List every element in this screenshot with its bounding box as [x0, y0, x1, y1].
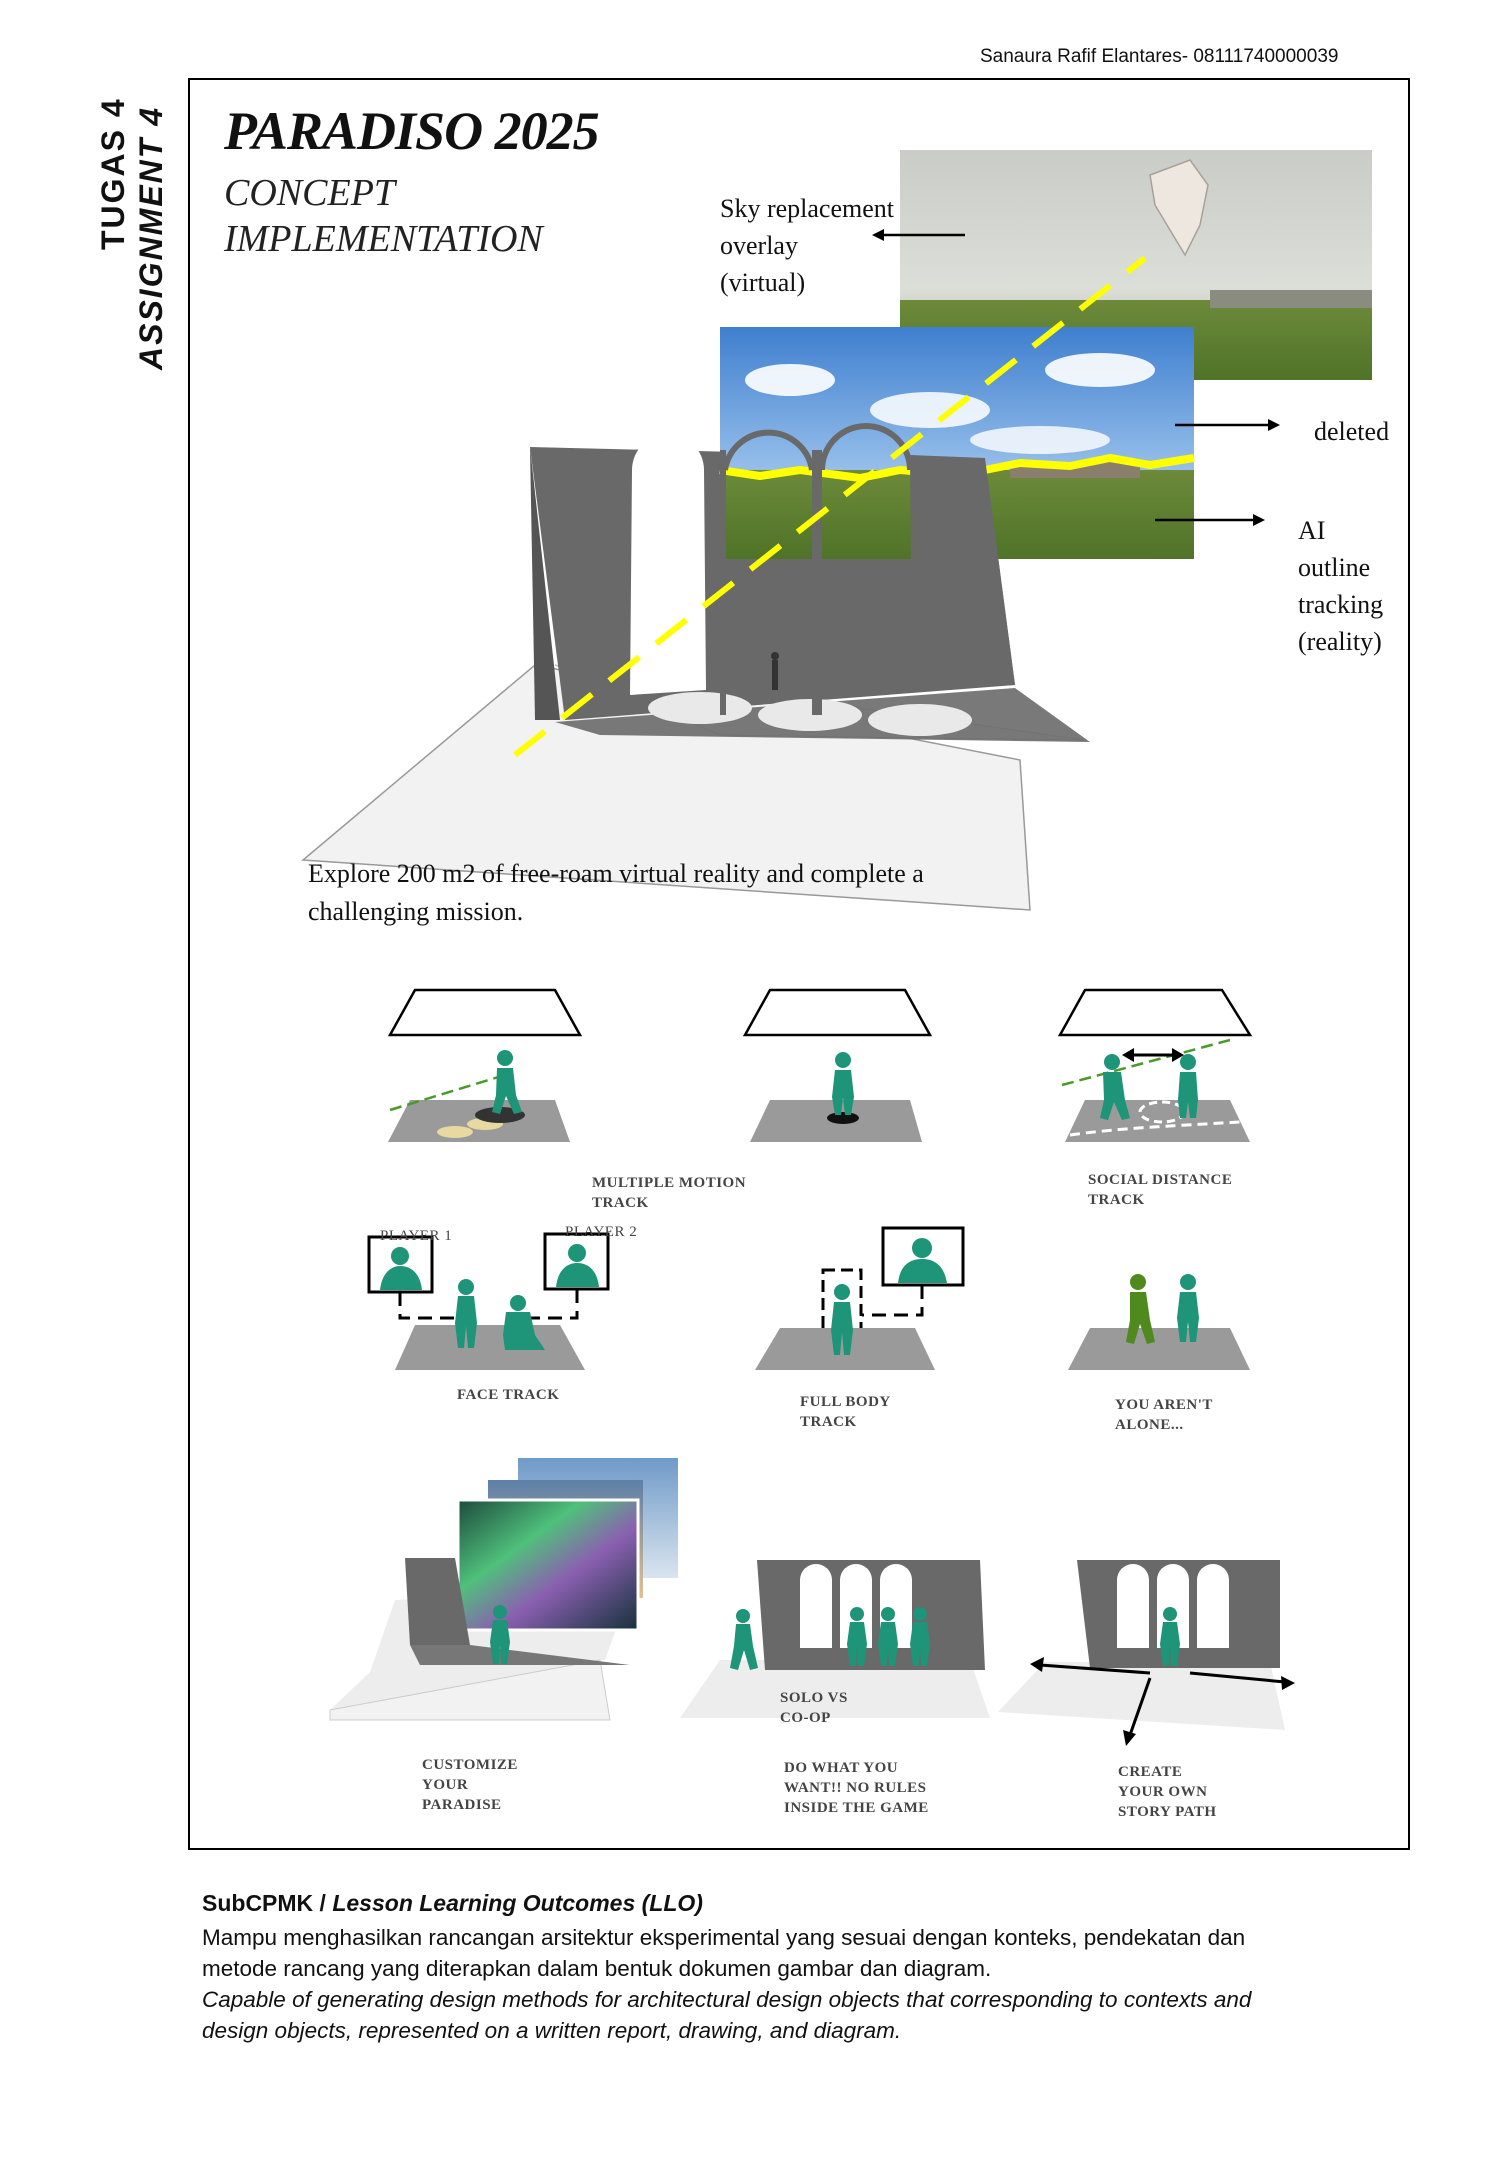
caption-full-body: FULL BODY TRACK [800, 1394, 891, 1430]
panel-single-track [742, 988, 933, 1142]
hero-wall-columns [720, 423, 1015, 715]
caption-do-what-you-want: DO WHAT YOU WANT!! NO RULES INSIDE THE G… [784, 1760, 929, 1816]
deleted-label: deleted [1314, 417, 1390, 446]
sky-replacement-label: Sky replacement overlay (virtual) [720, 194, 894, 297]
panel-full-body-track [755, 1226, 965, 1370]
caption-social-distance: SOCIAL DISTANCE TRACK [1088, 1172, 1233, 1208]
caption-solo-coop: SOLO VS CO-OP [780, 1690, 848, 1726]
caption-not-alone: YOU AREN'T ALONE... [1115, 1397, 1213, 1433]
caption-face-track: FACE TRACK [457, 1387, 560, 1403]
explore-caption: Explore 200 m2 of free-roam virtual real… [308, 859, 924, 926]
caption-player-1: PLAYER 1 [380, 1228, 453, 1244]
llo-english: Capable of generating design methods for… [202, 1987, 1252, 2043]
panel-customize-paradise [329, 1458, 678, 1721]
panel-multiple-motion [387, 988, 583, 1142]
llo-heading: SubCPMK / Lesson Learning Outcomes (LLO) [202, 1890, 703, 1916]
hero-wall [530, 434, 1090, 742]
panel-social-distance [1057, 988, 1253, 1142]
ai-tracking-label: AI outline tracking (reality) [1298, 516, 1384, 656]
page-subtitle: CONCEPT IMPLEMENTATION [224, 170, 644, 262]
hero-arrows [872, 229, 1280, 526]
panel-story-path [998, 1560, 1295, 1746]
page-frame [188, 78, 1410, 1850]
caption-customize: CUSTOMIZE YOUR PARADISE [422, 1757, 518, 1813]
page-title: PARADISO 2025 [224, 101, 600, 161]
author-label: Sanaura Rafif Elantares- 08111740000039 [980, 46, 1339, 67]
tracking-dashed-line [513, 255, 1147, 758]
subtitle-line-2: IMPLEMENTATION [224, 218, 543, 260]
caption-player-2: PLAYER 2 [565, 1224, 638, 1240]
panel-face-track [367, 1232, 610, 1370]
panel-solo-coop [680, 1560, 990, 1718]
caption-multiple-motion: MULTIPLE MOTION TRACK [592, 1175, 747, 1211]
panel-not-alone [1068, 1274, 1250, 1370]
subtitle-line-1: CONCEPT [224, 172, 396, 214]
llo-indonesian: Mampu menghasilkan rancangan arsitektur … [202, 1925, 1246, 1981]
caption-story-path: CREATE YOUR OWN STORY PATH [1118, 1764, 1217, 1820]
